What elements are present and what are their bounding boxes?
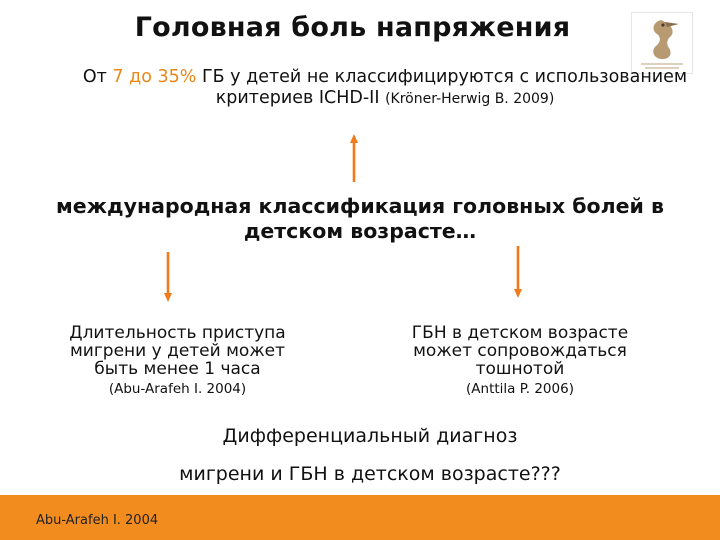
main-classification-heading: международная классификация головных бол… — [55, 194, 665, 243]
pelican-logo-icon — [631, 12, 693, 74]
left-point: Длительность приступа мигрени у детей мо… — [60, 324, 295, 398]
right-point-reference: (Anttila P. 2006) — [466, 381, 574, 397]
left-point-reference: (Abu-Arafeh I. 2004) — [108, 381, 247, 397]
arrow-down-left-icon — [164, 252, 172, 302]
footer-bar — [0, 495, 720, 540]
intro-statement: От 7 до 35% ГБ у детей не классифицируют… — [80, 67, 690, 110]
left-point-text: Длительность приступа мигрени у детей мо… — [69, 323, 286, 379]
intro-prefix: От — [82, 67, 113, 87]
intro-reference: (Kröner-Herwig B. 2009) — [385, 91, 555, 107]
right-point: ГБН в детском возрасте может сопровождат… — [400, 324, 640, 398]
diagnosis-line-1: Дифференциальный диагноз — [222, 425, 518, 447]
intro-body: ГБ у детей не классифицируются с использ… — [196, 67, 688, 108]
right-point-text: ГБН в детском возрасте может сопровождат… — [411, 323, 629, 379]
footer-reference: Abu-Arafeh I. 2004 — [36, 513, 159, 528]
diagnosis-line-2: мигрени и ГБН в детском возрасте??? — [179, 463, 561, 485]
percentage-range: 7 до 35% — [112, 67, 197, 87]
slide-title: Головная боль напряжения — [134, 12, 571, 43]
arrow-up-icon — [350, 134, 358, 182]
arrow-down-right-icon — [514, 246, 522, 298]
